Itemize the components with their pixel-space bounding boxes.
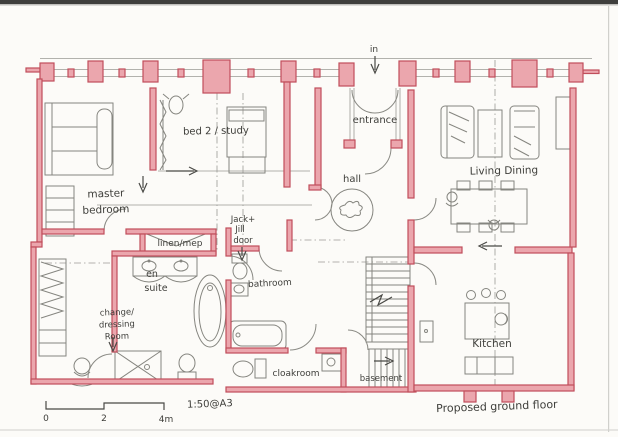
in-arrow	[370, 56, 380, 75]
furniture-layer	[38, 89, 572, 389]
hall-round-table	[330, 188, 374, 232]
scale-bar-line	[45, 401, 165, 410]
dining-person	[446, 191, 458, 203]
corridor-arrow	[166, 166, 199, 176]
label-jack-line1: Jack+	[230, 215, 255, 225]
linen-brace	[141, 231, 211, 247]
label-ensuite-line1: en	[146, 269, 158, 280]
kitchen-island	[464, 302, 510, 340]
basement-arrow	[374, 356, 395, 366]
kitchen-counter	[464, 356, 514, 375]
label-cloakroom: cloakroom	[273, 369, 320, 379]
circulation-arrows	[108, 56, 502, 366]
cloakroom-toilet	[232, 360, 254, 378]
label-in: in	[370, 45, 378, 55]
scan-edge-top-soft	[0, 4, 618, 6]
label-jack-line2: Jill	[234, 225, 245, 235]
sofa	[440, 105, 475, 159]
wardrobe	[38, 258, 67, 357]
label-change-line1: change/	[100, 307, 135, 318]
stool	[496, 290, 506, 300]
scale-bar	[45, 401, 165, 410]
bed2-basin	[168, 95, 184, 115]
jack-jill-arrow	[237, 247, 247, 262]
scan-edge-right	[608, 6, 610, 432]
master-wardrobe	[45, 185, 75, 237]
label-change-line3: Room	[105, 332, 130, 343]
kitchen-unit	[419, 320, 434, 343]
label-linen-mep: linen/mep	[158, 239, 203, 249]
master-bed-pillow	[96, 108, 113, 170]
change-room-arrow	[108, 337, 118, 353]
scale-label-4m: 4m	[159, 415, 174, 425]
label-living-dining: Living Dining	[470, 164, 539, 177]
label-basement: basement	[360, 374, 403, 384]
scale-label-2: 2	[101, 414, 107, 424]
label-bathroom: bathroom	[248, 278, 292, 290]
kitchen-opening-arrow	[477, 241, 502, 251]
scan-edge-bottom	[0, 429, 618, 431]
stair-break-line	[369, 293, 393, 307]
door-arcs	[87, 89, 437, 379]
label-master-line2: bedroom	[82, 203, 129, 217]
scan-edge-top	[0, 0, 618, 4]
master-bed	[44, 102, 114, 176]
label-kitchen: Kitchen	[472, 338, 511, 350]
label-change-line2: dressing	[99, 319, 135, 330]
stool	[481, 288, 491, 298]
bed2-closet-rail	[159, 99, 167, 171]
dressing-stool	[73, 357, 91, 375]
label-bed2-study: bed 2 / study	[183, 125, 249, 137]
dining-person	[488, 219, 500, 231]
ensuite-vanity	[132, 256, 198, 277]
living-shelf	[555, 96, 572, 150]
label-jack-line3: door	[233, 236, 253, 246]
hall-table-flowers	[339, 200, 363, 218]
scale-label-0: 0	[43, 414, 49, 424]
stool	[466, 290, 476, 300]
master-door-arrow	[138, 176, 148, 194]
label-master-line1: master	[87, 187, 125, 200]
coffee-table	[477, 109, 503, 158]
labels: in master bedroom bed 2 / study entrance…	[43, 45, 558, 425]
cloakroom-basin	[321, 353, 342, 372]
drawing-title: Proposed ground floor	[436, 398, 558, 415]
label-entrance: entrance	[353, 115, 398, 126]
label-hall: hall	[343, 174, 361, 185]
label-ensuite-line2: suite	[144, 283, 167, 294]
dining-table	[450, 188, 528, 225]
bed2-shelf	[228, 156, 266, 174]
wall-layer	[25, 59, 600, 403]
scale-note: 1:50@A3	[187, 398, 233, 411]
main-stairs	[365, 256, 411, 343]
ensuite-toilet	[178, 353, 196, 373]
armchair	[509, 105, 540, 160]
